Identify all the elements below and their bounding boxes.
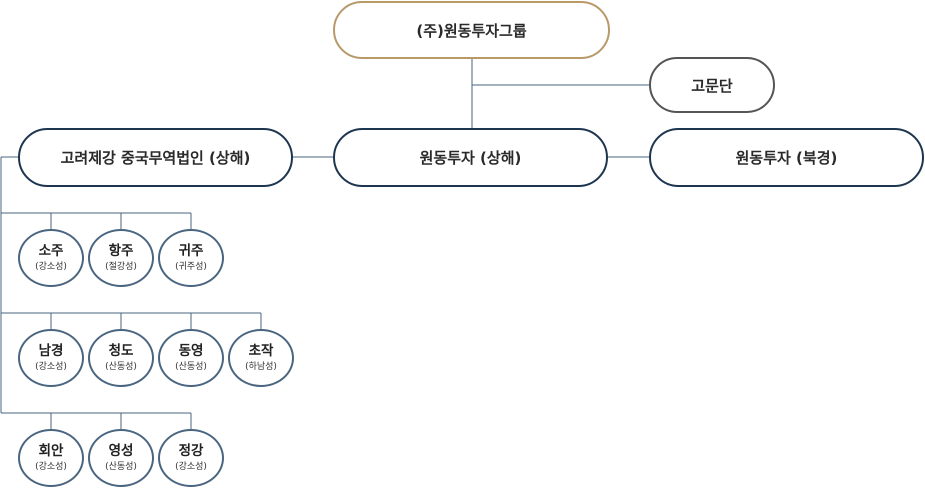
- branch-node: 귀주 (귀주성): [158, 229, 224, 287]
- advisor-node: 고문단: [649, 57, 775, 113]
- branch-node: 영성 (산동성): [88, 429, 154, 487]
- branch-province: (산동성): [175, 362, 207, 372]
- branch-province: (절강성): [105, 262, 137, 272]
- branch-node: 소주 (강소성): [18, 229, 84, 287]
- root-label: (주)원동투자그룹: [416, 21, 527, 40]
- branch-node: 청도 (산동성): [88, 329, 154, 387]
- branch-province: (하남성): [245, 362, 277, 372]
- branch-city: 남경: [38, 343, 64, 359]
- branch-province: (강소성): [35, 362, 67, 372]
- branch-city: 정강: [178, 443, 204, 459]
- branch-province: (산동성): [105, 362, 137, 372]
- branch-node: 초작 (하남성): [228, 329, 294, 387]
- branch-node: 항주 (절강성): [88, 229, 154, 287]
- branch-province: (강소성): [35, 262, 67, 272]
- branch-node: 정강 (강소성): [158, 429, 224, 487]
- branch-node: 남경 (강소성): [18, 329, 84, 387]
- branch-province: (강소성): [35, 462, 67, 472]
- branch-province: (강소성): [175, 462, 207, 472]
- beijing-node: 원동투자 (북경): [649, 128, 924, 187]
- branch-city: 소주: [38, 243, 64, 259]
- korea-trade-label: 고려제강 중국무역법인 (상해): [60, 149, 251, 167]
- branch-province: (귀주성): [175, 262, 207, 272]
- branch-city: 항주: [108, 243, 134, 259]
- beijing-label: 원동투자 (북경): [735, 149, 838, 167]
- branch-node: 동영 (산동성): [158, 329, 224, 387]
- branch-province: (산동성): [105, 462, 137, 472]
- shanghai-label: 원동투자 (상해): [419, 149, 522, 167]
- branch-city: 영성: [108, 443, 134, 459]
- shanghai-node: 원동투자 (상해): [333, 128, 608, 187]
- branch-city: 귀주: [178, 243, 204, 259]
- branch-city: 초작: [248, 343, 274, 359]
- root-node: (주)원동투자그룹: [333, 1, 610, 59]
- branch-city: 청도: [108, 343, 134, 359]
- branch-city: 동영: [178, 343, 204, 359]
- advisor-label: 고문단: [691, 76, 733, 95]
- branch-node: 회안 (강소성): [18, 429, 84, 487]
- branch-city: 회안: [38, 443, 64, 459]
- korea-trade-node: 고려제강 중국무역법인 (상해): [18, 128, 293, 187]
